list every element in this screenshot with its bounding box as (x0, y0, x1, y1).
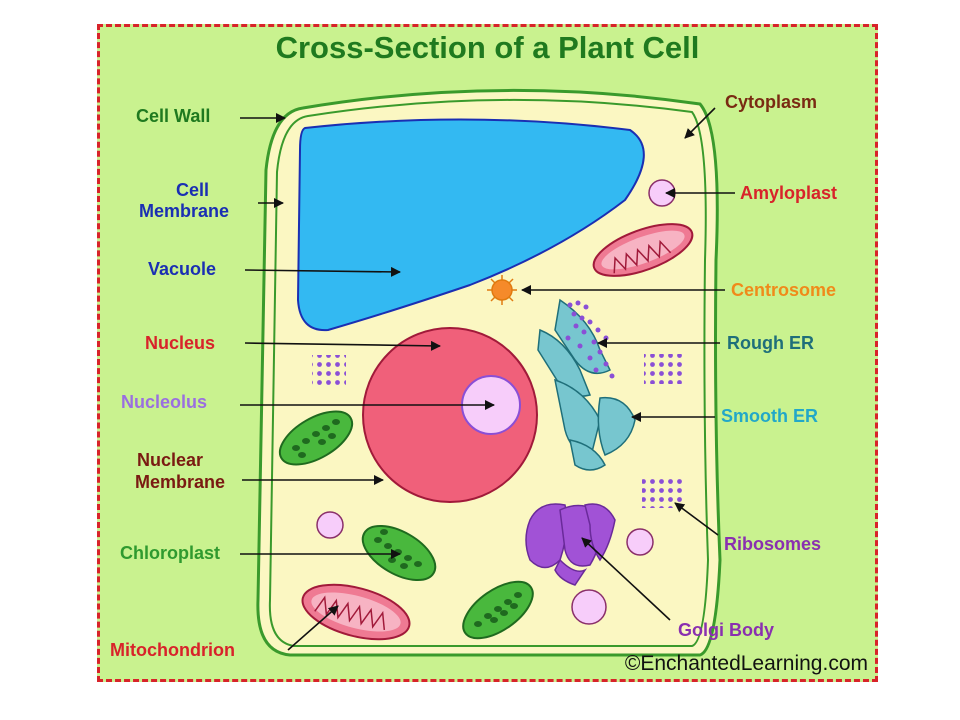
label-ribosomes: Ribosomes (724, 534, 822, 554)
vacuole (296, 118, 645, 332)
label-cell-membrane-line1: Cell (176, 180, 210, 200)
centrosome (487, 275, 517, 305)
ribosome-cluster (644, 354, 682, 384)
rough-er-ribosomes (565, 300, 615, 379)
copyright-notice: ©EnchantedLearning.com (624, 652, 868, 675)
mitochondrion-upper (592, 223, 694, 277)
label-rough-er: Rough ER (727, 333, 814, 353)
label-golgi-body: Golgi Body (678, 620, 774, 640)
diagram-title: Cross-Section of a Plant Cell (275, 30, 700, 65)
golgi-body (525, 503, 616, 586)
endoplasmic-reticulum (537, 298, 636, 471)
chloroplast-left (278, 410, 354, 466)
label-amyloplast: Amyloplast (740, 183, 838, 203)
vesicle (571, 589, 607, 625)
label-vacuole: Vacuole (148, 259, 217, 279)
label-centrosome: Centrosome (731, 280, 837, 300)
label-nuclear-membrane-line1: Nuclear (137, 450, 204, 470)
chloroplast-bottom (462, 580, 534, 640)
label-mitochondrion: Mitochondrion (110, 640, 235, 660)
cell-membrane (268, 98, 710, 647)
nucleus (362, 327, 538, 503)
label-cytoplasm: Cytoplasm (725, 92, 818, 112)
label-smooth-er: Smooth ER (721, 406, 818, 426)
label-nucleolus: Nucleolus (121, 392, 208, 412)
mitochondrion-lower (301, 583, 411, 641)
vesicle (316, 511, 344, 539)
label-cell-wall: Cell Wall (136, 106, 211, 126)
label-arrows (240, 107, 735, 651)
label-nuclear-membrane-line2: Membrane (135, 472, 226, 492)
label-chloroplast: Chloroplast (120, 543, 221, 563)
vesicle (626, 528, 654, 556)
label-nucleus: Nucleus (145, 333, 216, 353)
label-cell-membrane-line2: Membrane (139, 201, 230, 221)
ribosome-cluster (312, 355, 346, 385)
